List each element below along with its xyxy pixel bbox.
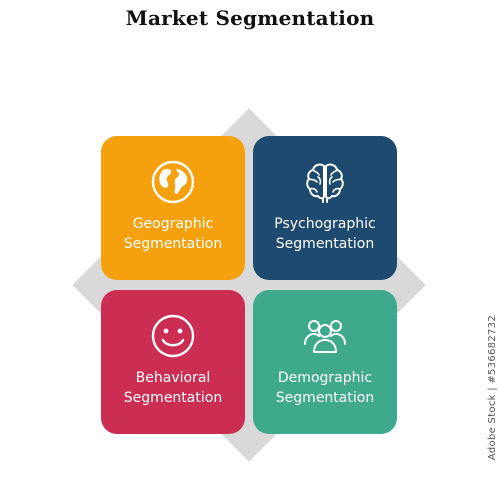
people-group-icon [301, 312, 349, 360]
tile-behavioral-line2: Segmentation [123, 390, 223, 406]
tile-geographic: Geographic Segmentation [101, 136, 245, 280]
tile-behavioral-label: Behavioral Segmentation [105, 368, 241, 408]
tile-psychographic: Psychographic Segmentation [253, 136, 397, 280]
tile-geographic-line2: Segmentation [123, 236, 223, 252]
smiley-icon [149, 312, 197, 360]
page-title: Market Segmentation [125, 6, 375, 30]
tile-demographic: Demographic Segmentation [253, 290, 397, 434]
tile-behavioral-line1: Behavioral [135, 370, 211, 386]
tile-geographic-line1: Geographic [132, 216, 214, 232]
globe-icon [149, 158, 197, 206]
tile-demographic-label: Demographic Segmentation [257, 368, 393, 408]
stock-watermark: Adobe Stock | #536682732 [487, 314, 498, 460]
brain-icon [301, 158, 349, 206]
tile-behavioral: Behavioral Segmentation [101, 290, 245, 434]
tile-psychographic-line2: Segmentation [275, 236, 375, 252]
tile-demographic-line2: Segmentation [275, 390, 375, 406]
tile-psychographic-label: Psychographic Segmentation [257, 214, 393, 254]
tile-psychographic-line1: Psychographic [274, 216, 376, 232]
tile-demographic-line1: Demographic [277, 370, 373, 386]
tile-geographic-label: Geographic Segmentation [105, 214, 241, 254]
